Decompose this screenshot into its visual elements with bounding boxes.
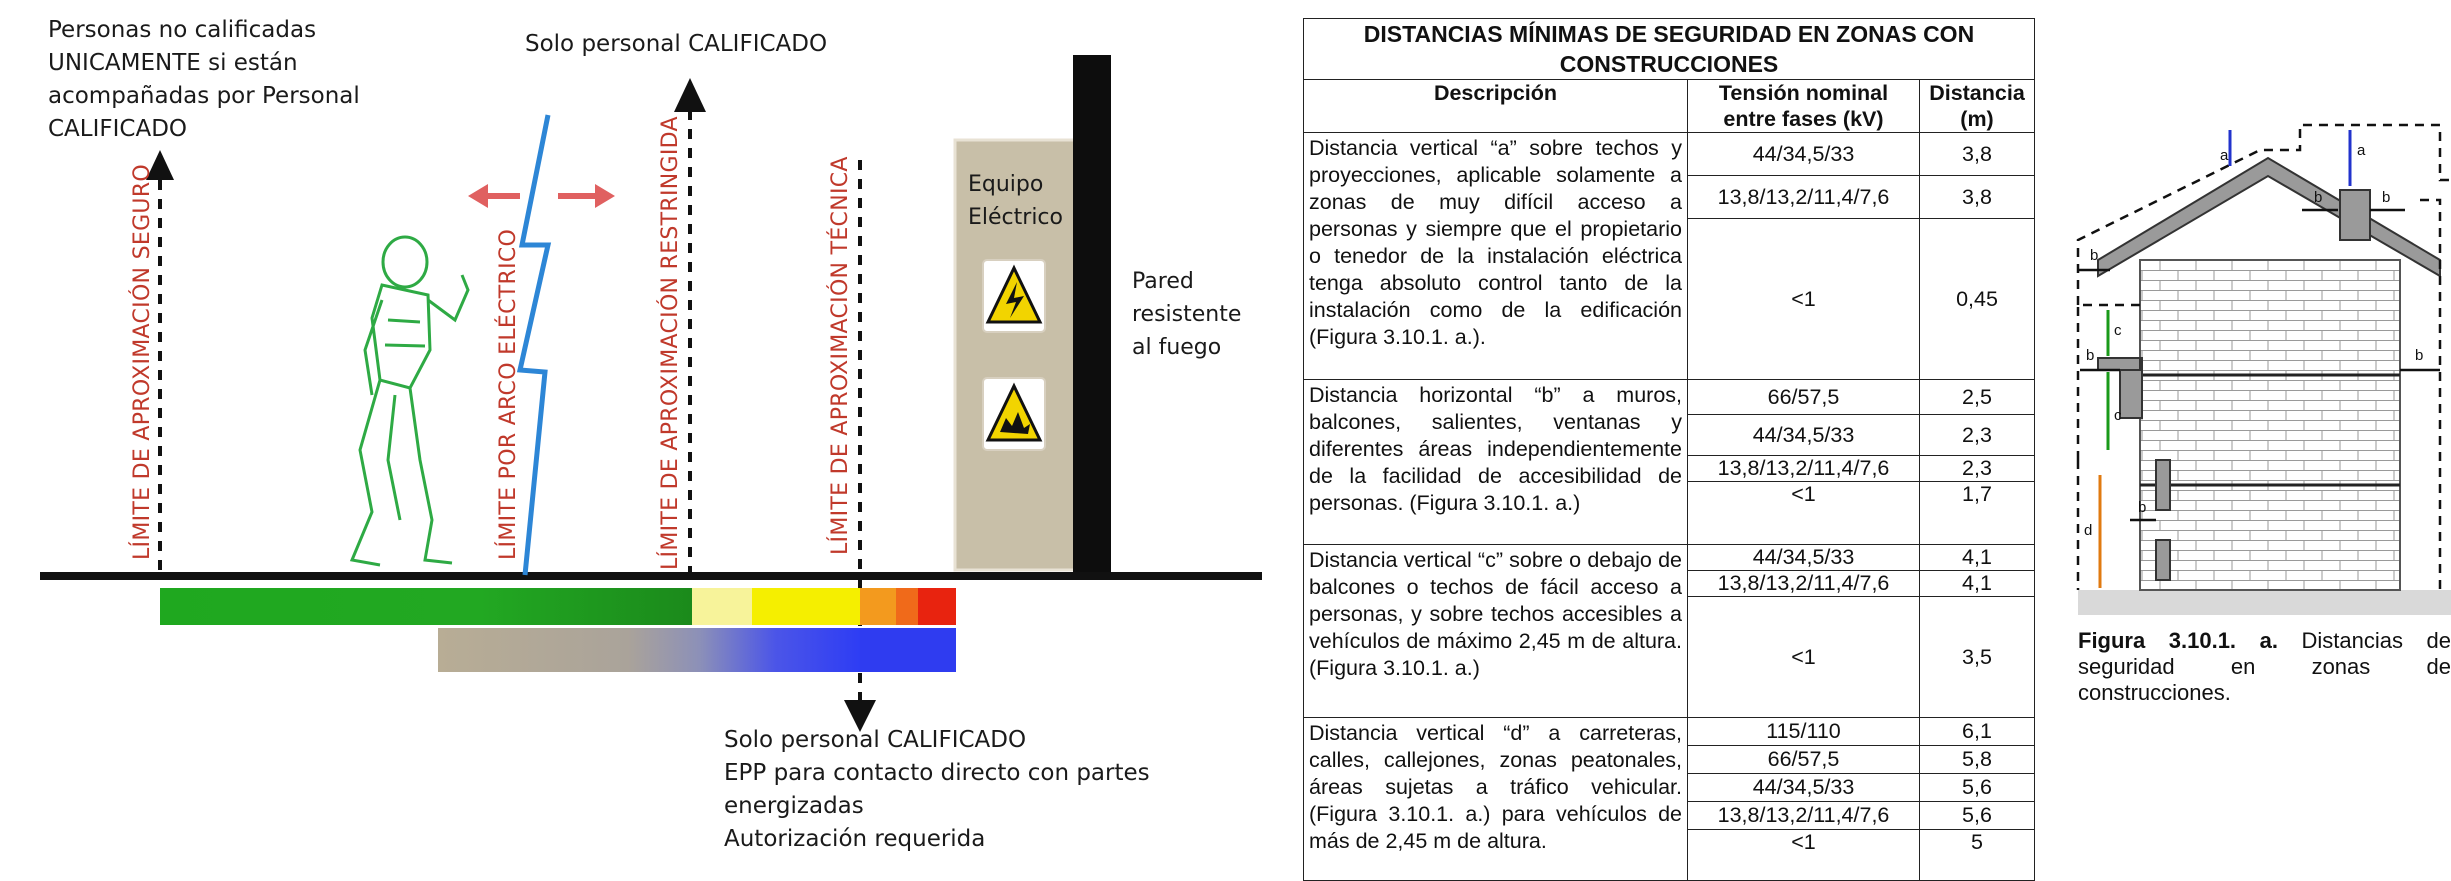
wall-label: Pared resistente al fuego: [1132, 269, 1242, 360]
chimney: [2339, 189, 2371, 241]
dark-orange-zone: [896, 588, 918, 625]
window-ledge: [2155, 459, 2171, 511]
blue-zone-band: [860, 628, 956, 672]
worker-figure: [349, 235, 470, 567]
distance-cell: 6,1: [1920, 718, 2034, 746]
tension-cell: <1: [1791, 286, 1816, 311]
distance-cell: 3,8: [1920, 175, 2034, 219]
building-wall: [2139, 259, 2401, 591]
tension-cell: 66/57,5: [1688, 745, 1919, 774]
ground-line: [40, 572, 1262, 580]
light-yellow-zone: [692, 588, 752, 625]
table-row: Distancia vertical “c” sobre o debajo de…: [1303, 544, 2035, 718]
equipment-label: Equipo Eléctrico: [968, 172, 1063, 230]
distance-cell: 5: [1971, 830, 1983, 854]
restricted-approach-limit-label: LÍMITE DE APROXIMACIÓN RESTRINGIDA: [658, 116, 683, 570]
roof: [2097, 156, 2441, 278]
label-b: b: [2086, 347, 2094, 364]
label-b: b: [2090, 247, 2098, 264]
safe-approach-limit-label: LÍMITE DE APROXIMACIÓN SEGURO: [130, 163, 155, 560]
figure-caption: Figura 3.10.1. a. Distancias de segurida…: [2078, 628, 2451, 706]
tension-cell: 44/34,5/33: [1688, 545, 1919, 571]
diagram-graphics: [40, 55, 1262, 732]
arc-flash-hazard-icon: [982, 377, 1046, 451]
tension-cell: 66/57,5: [1688, 380, 1919, 415]
label-a: a: [2220, 147, 2229, 164]
distance-cell: 4,1: [1920, 545, 2034, 571]
distance-cell: 0,45: [1956, 286, 1998, 311]
label-a: a: [2357, 142, 2366, 159]
caption-figure-number: Figura 3.10.1. a.: [2078, 628, 2278, 653]
tension-cell: 44/34,5/33: [1688, 414, 1919, 456]
window-ledge: [2155, 539, 2171, 581]
label-b: b: [2138, 499, 2146, 516]
distance-cell: 5,6: [1920, 801, 2034, 830]
green-zone-band: [160, 588, 692, 625]
tension-cell: 44/34,5/33: [1688, 773, 1919, 802]
distance-cell: 4,1: [1920, 570, 2034, 597]
tension-cell: 13,8/13,2/11,4/7,6: [1688, 175, 1919, 219]
arc-flash-limit-label: LÍMITE POR ARCO ELÉCTRICO: [496, 228, 521, 560]
restricted-limit-arrowhead: [674, 78, 706, 112]
tension-cell: <1: [1791, 644, 1816, 669]
balcony-slab: [2097, 357, 2141, 371]
row-c-description: Distancia vertical “c” sobre o debajo de…: [1303, 544, 1688, 718]
safety-distances-table: DISTANCIAS MÍNIMAS DE SEGURIDAD EN ZONAS…: [1303, 18, 2035, 881]
distance-cell: 5,6: [1920, 773, 2034, 802]
arc-direction-arrows: [468, 184, 615, 208]
distance-cell: 1,7: [1962, 482, 1992, 506]
ground-strip: [2078, 590, 2451, 615]
fire-resistant-wall: [1073, 55, 1111, 575]
building-clearance-figure: a a b b b b b b c c d: [2076, 123, 2451, 615]
technical-approach-limit-label: LÍMITE DE APROXIMACIÓN TÉCNICA: [828, 156, 853, 555]
label-b: b: [2314, 189, 2322, 206]
red-zone-band: [918, 588, 956, 625]
tension-cell: <1: [1791, 482, 1816, 506]
table-row: Distancia vertical “d” a carreteras, cal…: [1303, 717, 2035, 881]
header-descripcion: Descripción: [1303, 79, 1688, 133]
label-c: c: [2114, 322, 2122, 339]
row-a-description: Distancia vertical “a” sobre techos y pr…: [1303, 132, 1688, 380]
qualified-only-bottom-note: Solo personal CALIFICADO EPP para contac…: [724, 727, 1150, 852]
distance-cell: 3,5: [1962, 644, 1992, 669]
label-b: b: [2415, 347, 2423, 364]
distance-cell: 2,3: [1920, 455, 2034, 482]
qualified-only-top-note: Solo personal CALIFICADO: [525, 31, 828, 57]
electrical-equipment-cabinet: [953, 138, 1077, 572]
yellow-zone-band: [752, 588, 860, 625]
tension-cell: 115/110: [1688, 718, 1919, 746]
table-row: Distancia vertical “a” sobre techos y pr…: [1303, 132, 2035, 380]
approach-limits-diagram: Personas no calificadas UNICAMENTE si es…: [40, 17, 1262, 852]
tension-cell: 13,8/13,2/11,4/7,6: [1688, 455, 1919, 482]
arc-lightning-bolt: [516, 114, 552, 576]
table-title: DISTANCIAS MÍNIMAS DE SEGURIDAD EN ZONAS…: [1303, 18, 2035, 80]
orange-zone-band: [860, 588, 896, 625]
unqualified-persons-note: Personas no calificadas UNICAMENTE si es…: [48, 17, 360, 142]
distance-cell: 2,5: [1920, 380, 2034, 415]
distance-cell: 2,3: [1920, 414, 2034, 456]
clearance-envelope: [2076, 123, 2451, 460]
distance-cell: 5,8: [1920, 745, 2034, 774]
tension-cell: <1: [1791, 830, 1816, 854]
row-b-description: Distancia horizontal “b” a muros, balcon…: [1303, 379, 1688, 545]
electric-hazard-icon: [982, 259, 1046, 333]
label-c: c: [2114, 407, 2122, 424]
gray-blue-gradient-band: [438, 628, 860, 672]
table-row: Distancia horizontal “b” a muros, balcon…: [1303, 379, 2035, 545]
label-d: d: [2084, 522, 2092, 539]
distance-cell: 3,8: [1920, 133, 2034, 176]
tension-cell: 13,8/13,2/11,4/7,6: [1688, 570, 1919, 597]
caption-text: Distancias de seguridad en zonas de cons…: [2078, 628, 2451, 705]
technical-limit-arrowhead: [844, 700, 876, 732]
row-d-description: Distancia vertical “d” a carreteras, cal…: [1303, 717, 1688, 881]
tension-cell: 13,8/13,2/11,4/7,6: [1688, 801, 1919, 830]
clearance-envelope-right: [2420, 198, 2442, 590]
header-distancia: Distancia(m): [1919, 79, 2035, 133]
tension-cell: 44/34,5/33: [1688, 133, 1919, 176]
safe-limit-arrowhead: [146, 150, 174, 180]
label-b: b: [2382, 189, 2390, 206]
